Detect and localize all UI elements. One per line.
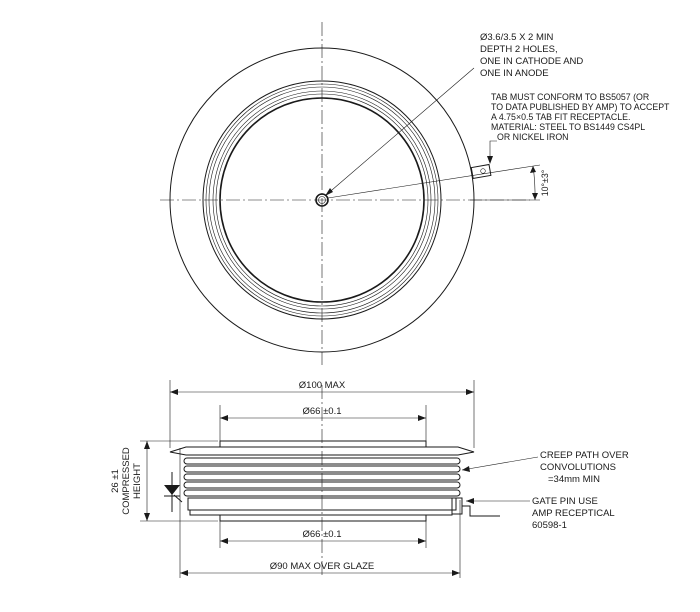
creep-note-leader bbox=[461, 456, 539, 471]
glaze-ring-2 bbox=[205, 83, 439, 317]
top-pole-piece bbox=[219, 440, 427, 448]
side-view bbox=[140, 380, 539, 578]
height-label-line-1: COMPRESSED bbox=[121, 447, 132, 515]
tab-note-line-2: TO DATA PUBLISHED BY AMP) TO ACCEPT bbox=[491, 102, 670, 112]
hole-note-line-3: ONE IN CATHODE AND bbox=[480, 56, 583, 67]
centre-hole-inner bbox=[318, 196, 326, 204]
height-label-line-2: HEIGHT bbox=[132, 463, 143, 499]
tab-note-leader bbox=[489, 140, 497, 162]
gate-note-line-2: AMP RECEPTICAL bbox=[532, 508, 615, 519]
tab-note-line-4: MATERIAL: STEEL TO BS1449 CS4PL bbox=[491, 122, 645, 132]
glaze-diameter-label: Ø90 MAX OVER GLAZE bbox=[270, 561, 375, 572]
centre-hole bbox=[315, 193, 329, 207]
glaze-ring-outer bbox=[202, 80, 442, 320]
gate-note: GATE PIN USE AMP RECEPTICAL 60598-1 bbox=[532, 496, 615, 531]
hole-note-leader bbox=[324, 67, 475, 197]
top-face-diameter-label: Ø66 ±0.1 bbox=[302, 406, 341, 417]
overall-diameter-label: Ø100 MAX bbox=[299, 380, 346, 391]
tab-note: TAB MUST CONFORM TO BS5057 (OR TO DATA P… bbox=[491, 92, 670, 142]
gate-note-line-3: 60598-1 bbox=[532, 520, 567, 531]
plan-view bbox=[160, 22, 541, 365]
gate-pin bbox=[451, 497, 500, 517]
gate-tab bbox=[470, 163, 492, 180]
tab-note-line-1: TAB MUST CONFORM TO BS5057 (OR bbox=[491, 92, 649, 102]
flange bbox=[169, 446, 475, 456]
tab-note-line-5: OR NICKEL IRON bbox=[497, 132, 569, 142]
bottom-pole-piece bbox=[219, 514, 427, 522]
pole-face-circle bbox=[219, 97, 425, 303]
hole-note-line-1: Ø3.6/3.5 X 2 MIN bbox=[480, 32, 554, 43]
bottom-face-diameter-label: Ø66 ±0.1 bbox=[302, 529, 341, 540]
hole-note-line-2: DEPTH 2 HOLES, bbox=[480, 44, 558, 55]
gate-note-line-1: GATE PIN USE bbox=[532, 496, 598, 507]
hole-note-line-4: ONE IN ANODE bbox=[480, 68, 549, 79]
creep-note-line-3: =34mm MIN bbox=[548, 474, 600, 485]
angle-ref-line-tab bbox=[327, 164, 541, 199]
thyristor-symbol-icon bbox=[164, 472, 183, 512]
hole-note: Ø3.6/3.5 X 2 MIN DEPTH 2 HOLES, ONE IN C… bbox=[480, 32, 583, 79]
lower-body bbox=[189, 509, 453, 516]
angle-dimension-label: 10°±3° bbox=[540, 170, 550, 197]
creep-note: CREEP PATH OVER CONVOLUTIONS =34mm MIN bbox=[540, 450, 629, 485]
height-value-label: 26 ±1 bbox=[110, 469, 121, 493]
glaze-ring-4 bbox=[212, 90, 432, 310]
glaze-ring-5 bbox=[215, 93, 429, 307]
creep-note-line-1: CREEP PATH OVER bbox=[540, 450, 629, 461]
glaze-ring-3 bbox=[208, 86, 436, 314]
creep-note-line-2: CONVOLUTIONS bbox=[540, 462, 616, 473]
tab-note-line-3: A 4.75×0.5 TAB FIT RECEPTACLE. bbox=[491, 112, 630, 122]
